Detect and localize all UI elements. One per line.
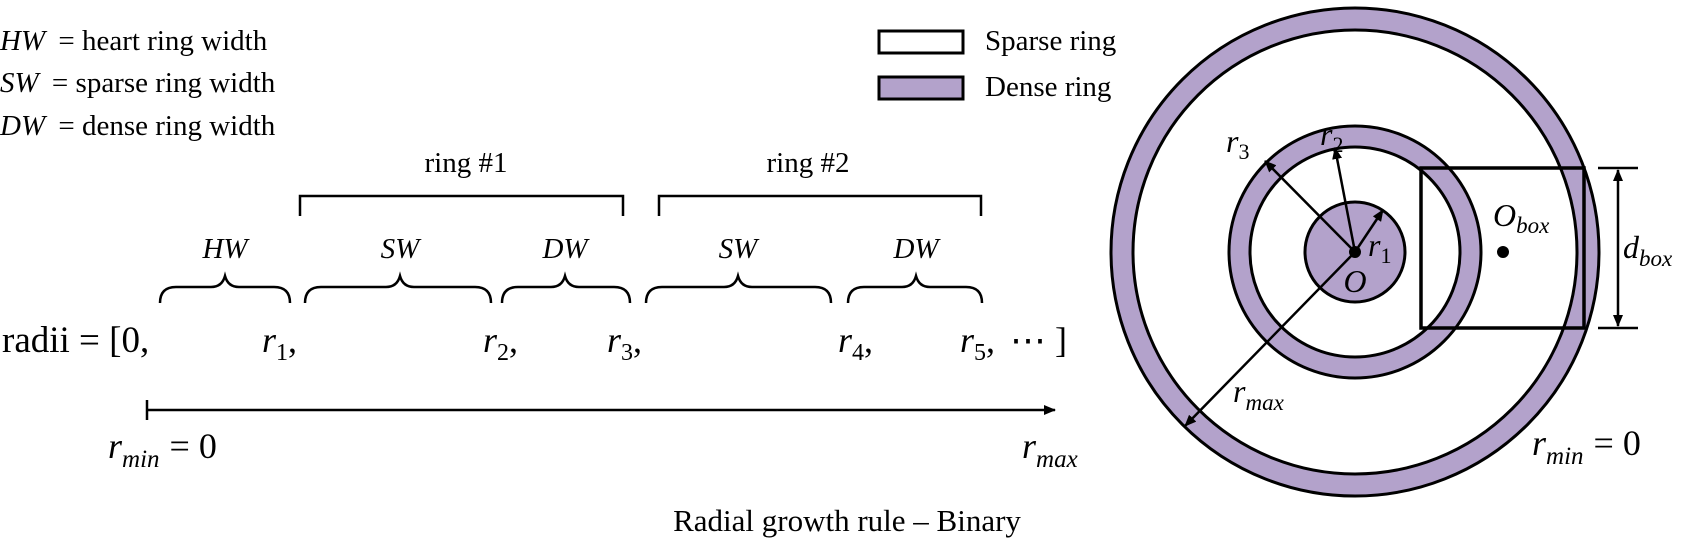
axis-rmax-sub: max	[1036, 446, 1078, 473]
r2-label: r2	[1320, 116, 1343, 157]
ring-diagram: r1 r2 r3 O rmax Obox dbox rmin= 0	[1109, 6, 1673, 498]
definition-dw-text: = dense ring width	[58, 110, 275, 142]
radial-axis: rmin= 0 rmax	[108, 400, 1078, 473]
radii-r5-sub: 5	[974, 340, 986, 366]
ring1-bracket	[298, 194, 625, 216]
r3-arrow	[1264, 160, 1356, 253]
sw2-label: SW	[719, 233, 761, 265]
radii-r2-sub: 2	[497, 340, 509, 366]
radii-r5-comma: ,	[986, 320, 995, 360]
hw-brace	[158, 271, 292, 304]
r1-arrow	[1353, 209, 1385, 253]
axis-rmin-symbol: r	[108, 426, 123, 466]
dbox-label-symbol: d	[1623, 229, 1640, 265]
radii-r2-symbol: r	[483, 320, 498, 360]
dbox-label: dbox	[1623, 229, 1673, 271]
radii-r3-symbol: r	[607, 320, 622, 360]
obox-label-symbol: O	[1493, 197, 1516, 233]
obox-label: Obox	[1493, 197, 1550, 238]
axis-rmax-label: rmax	[1022, 426, 1078, 473]
legend-dense-label: Dense ring	[985, 71, 1111, 103]
radii-tail: ⋯ ]	[1010, 320, 1067, 360]
definition-dw-symbol: DW	[0, 110, 48, 142]
radii-r1: r1,	[262, 320, 297, 366]
definition-hw-symbol: HW	[0, 25, 48, 57]
dw2-label: DW	[892, 233, 941, 265]
bounding-box	[1419, 166, 1586, 330]
rmin-label-eq: = 0	[1594, 423, 1641, 463]
sw2-brace	[644, 271, 833, 304]
obox-point	[1497, 246, 1509, 258]
r1-label: r1	[1368, 227, 1391, 268]
radii-r4: r4,	[838, 320, 873, 366]
radii-r1-sub: 1	[276, 340, 288, 366]
sw1-label: SW	[381, 233, 423, 265]
rmax-label-symbol: r	[1233, 373, 1246, 409]
radii-r2: r2,	[483, 320, 518, 366]
r2-arrow	[1332, 147, 1357, 253]
width-braces: HW SW DW SW DW	[158, 233, 984, 304]
legend-sparse-label: Sparse ring	[985, 25, 1116, 57]
r3-label-symbol: r	[1226, 123, 1239, 159]
legend-dense-swatch	[877, 75, 965, 101]
r2-label-symbol: r	[1320, 116, 1333, 152]
rmax-label-sub: max	[1245, 390, 1284, 415]
axis-rmin-label: rmin = 0	[108, 426, 217, 473]
hw-label: HW	[201, 233, 250, 265]
axis-rmax-symbol: r	[1022, 426, 1037, 466]
definition-sw: SW = sparse ring width	[0, 67, 276, 99]
dw1-brace	[500, 271, 632, 304]
radii-r5-symbol: r	[960, 320, 975, 360]
obox-label-sub: box	[1516, 213, 1550, 238]
r1-label-symbol: r	[1368, 227, 1381, 263]
axis-rmin-eq: = 0	[170, 426, 217, 466]
definition-dw: DW = dense ring width	[0, 110, 276, 142]
ring-brackets: ring #1 ring #2	[298, 147, 983, 216]
radii-prefix: radii = [0,	[2, 320, 149, 361]
dw2-brace	[846, 271, 984, 304]
definitions: HW = heart ring width SW = sparse ring w…	[0, 25, 276, 142]
dw1-label: DW	[541, 233, 590, 265]
radii-list: radii = [0, r1, r2, r3, r4, r5, ⋯ ]	[2, 320, 1067, 366]
dbox-label-sub: box	[1639, 246, 1673, 271]
definition-sw-symbol: SW	[0, 67, 42, 99]
rmax-label: rmax	[1233, 373, 1285, 415]
ring2-label: ring #2	[767, 147, 850, 179]
r1-label-sub: 1	[1380, 243, 1391, 268]
radii-r3-sub: 3	[621, 340, 633, 366]
radii-r3-comma: ,	[633, 320, 642, 360]
rmin-label-symbol: r	[1532, 423, 1547, 463]
axis-rmin-sub: min	[122, 446, 160, 473]
radii-r1-symbol: r	[262, 320, 277, 360]
caption: Radial growth rule – Binary	[673, 503, 1021, 538]
rmax-arrow	[1184, 251, 1356, 427]
definition-hw-text: = heart ring width	[58, 25, 267, 57]
radii-r2-comma: ,	[509, 320, 518, 360]
radii-r1-comma: ,	[288, 320, 297, 360]
definition-hw: HW = heart ring width	[0, 25, 268, 57]
rmin-label: rmin = 0	[1532, 423, 1641, 470]
sw1-brace	[303, 271, 493, 304]
radii-r4-comma: ,	[864, 320, 873, 360]
radii-r5: r5,	[960, 320, 995, 366]
legend-sparse-swatch	[877, 29, 965, 55]
legend: Sparse ring Dense ring	[877, 25, 1116, 103]
ring1-label: ring #1	[425, 147, 508, 179]
radii-r3: r3,	[607, 320, 642, 366]
r2-label-sub: 2	[1332, 132, 1343, 157]
radii-r4-symbol: r	[838, 320, 853, 360]
center-label: O	[1343, 263, 1366, 299]
r3-label: r3	[1226, 123, 1249, 164]
definition-sw-text: = sparse ring width	[52, 67, 276, 99]
rmin-label-sub: min	[1546, 443, 1584, 470]
radii-r4-sub: 4	[852, 340, 864, 366]
ring2-bracket	[657, 194, 983, 216]
r3-label-sub: 3	[1238, 139, 1249, 164]
